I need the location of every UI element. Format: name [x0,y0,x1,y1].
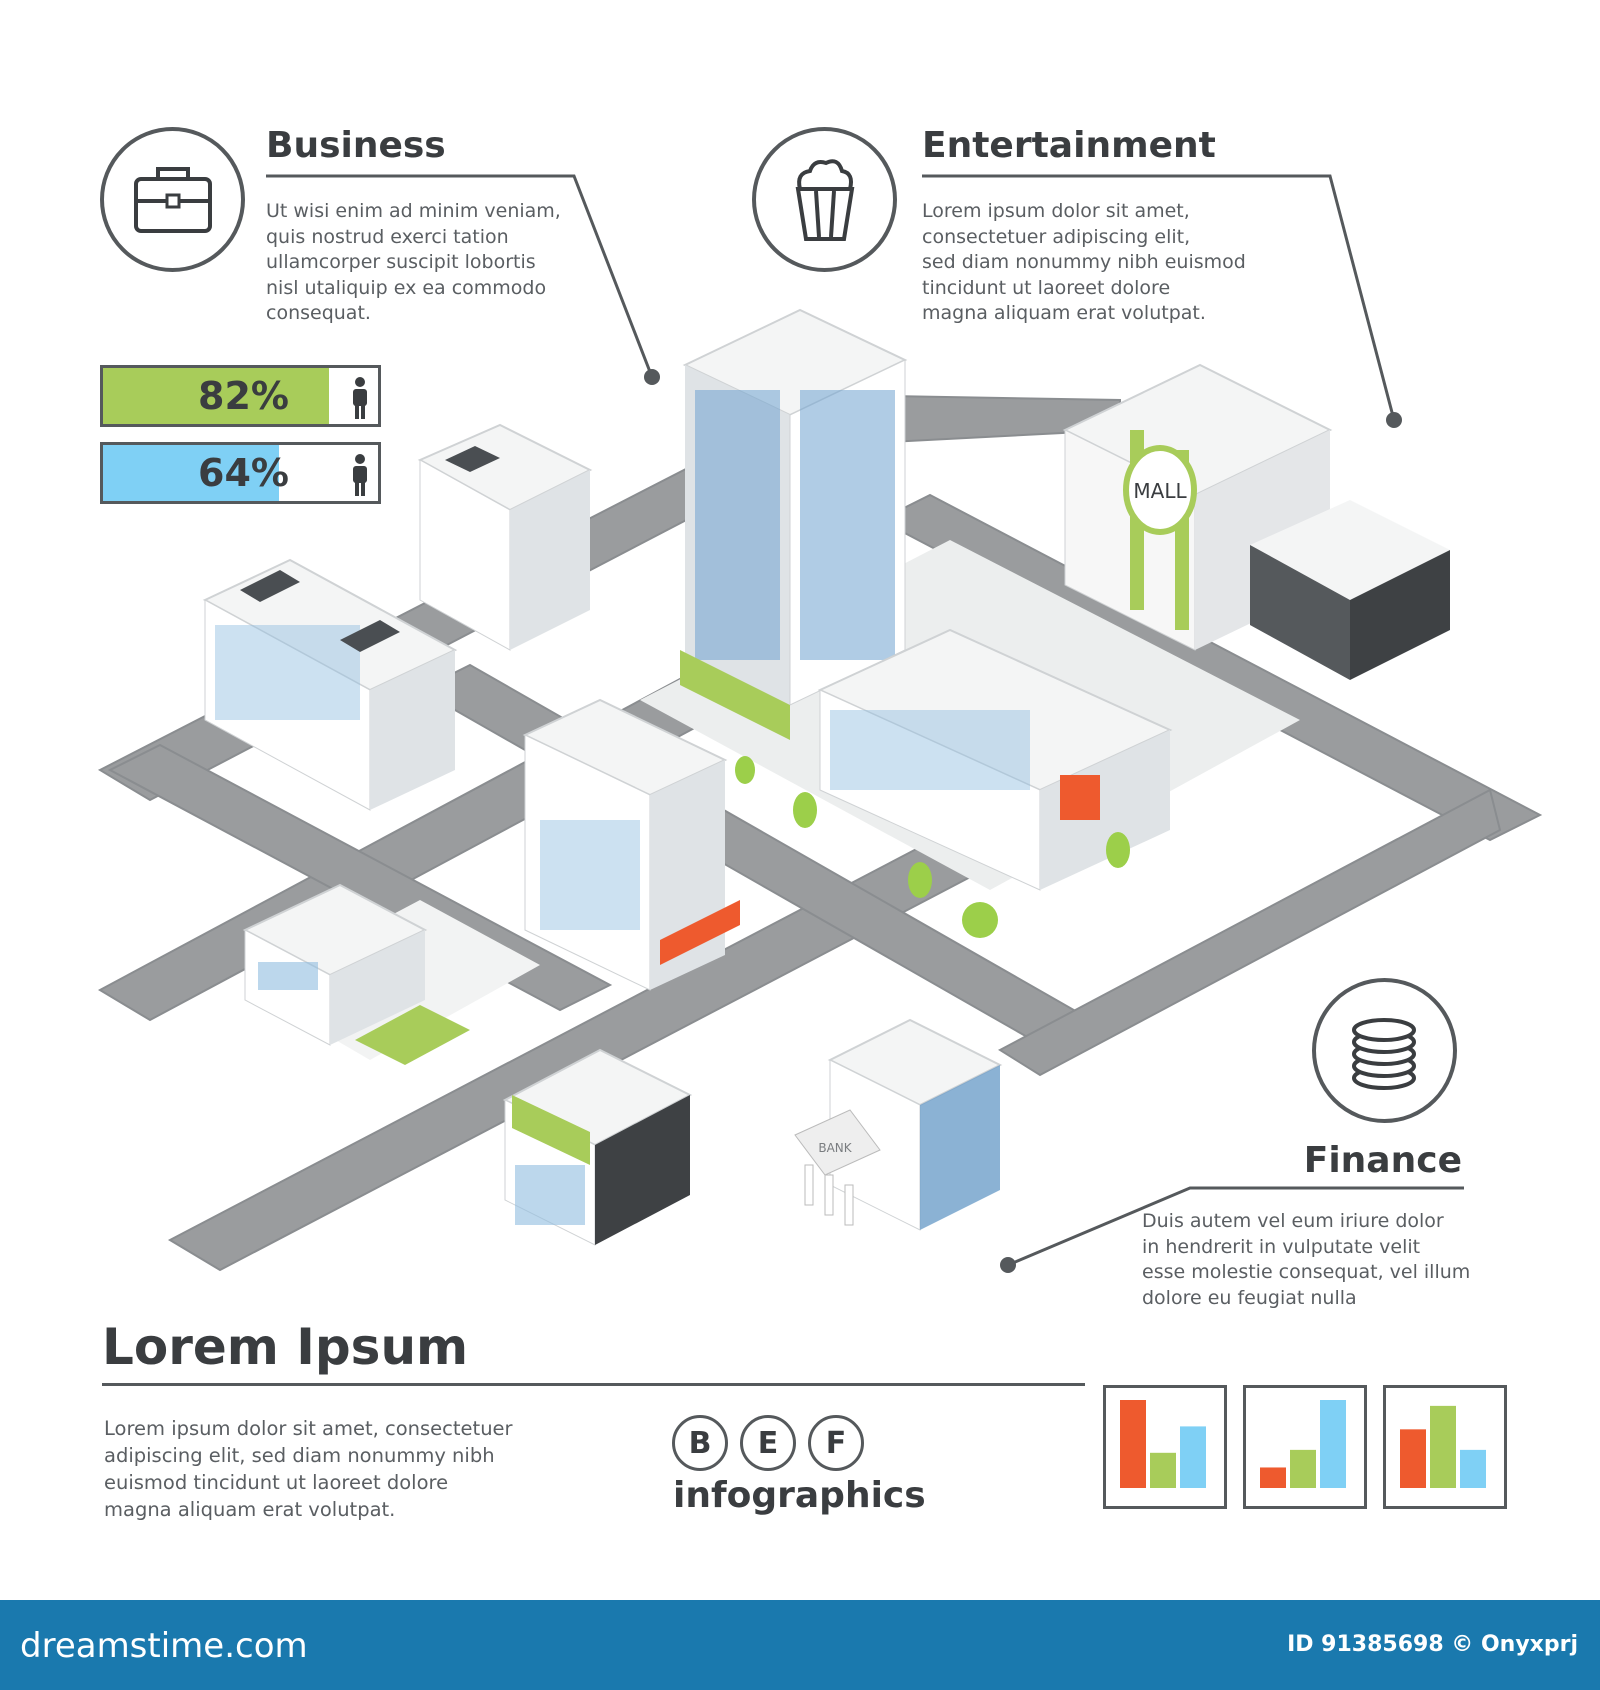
progress-bar-2: 64% [100,442,381,504]
footer-id: ID 91385698 © Onyxprj [1287,1632,1578,1657]
entertainment-text: Lorem ipsum dolor sit amet, consectetuer… [922,200,1246,324]
mini-chart-3 [1383,1385,1507,1509]
finance-icon-circle [1312,978,1457,1123]
business-text: Ut wisi enim ad minim veniam, quis nostr… [266,200,561,324]
mini-chart-2 [1243,1385,1367,1509]
business-icon-circle [100,127,245,272]
bottom-text: Lorem ipsum dolor sit amet, consectetuer… [104,1417,513,1521]
progress-bar-1-fill [103,368,329,424]
footer-brand[interactable]: dreamstime.com [20,1626,308,1666]
entertainment-icon-circle [752,127,897,272]
business-title: Business [266,125,446,166]
mall-sign: MALL [1133,479,1187,503]
mini-chart-bar [1430,1405,1456,1488]
popcorn-icon [795,159,855,241]
mini-chart-bar [1260,1467,1286,1488]
progress-bar-2-fill [103,445,279,501]
progress-bar-1: 82% [100,365,381,427]
infographics-caption: infographics [673,1475,926,1516]
mini-chart-bar [1460,1449,1486,1488]
finance-title: Finance [1303,1140,1462,1181]
entertainment-title: Entertainment [922,125,1216,166]
mini-chart-bar [1320,1400,1346,1488]
bank-sign: BANK [818,1141,852,1155]
letter-f-circle: F [808,1415,864,1471]
mini-chart-bar [1290,1449,1316,1488]
mini-chart-bar [1400,1429,1426,1488]
progress-bar-1-label: 82% [198,374,289,418]
finance-text: Duis autem vel eum iriure dolor in hendr… [1142,1210,1471,1309]
mini-chart-bar [1120,1400,1146,1488]
letter-b-circle: B [672,1415,728,1471]
mini-chart-1 [1103,1385,1227,1509]
footer-bar: dreamstime.com ID 91385698 © Onyxprj [0,1600,1600,1690]
isometric-city-map: MALL BANK [97,174,1543,1273]
person-icon [353,377,367,419]
person-icon [353,454,367,496]
coins-icon [1352,1018,1416,1090]
bottom-divider [102,1383,1085,1386]
bottom-title: Lorem Ipsum [102,1318,469,1376]
mini-chart-bar [1180,1426,1206,1488]
letter-e-circle: E [740,1415,796,1471]
mini-chart-bar [1150,1452,1176,1488]
progress-bar-2-label: 64% [198,451,289,495]
briefcase-icon [134,167,212,233]
